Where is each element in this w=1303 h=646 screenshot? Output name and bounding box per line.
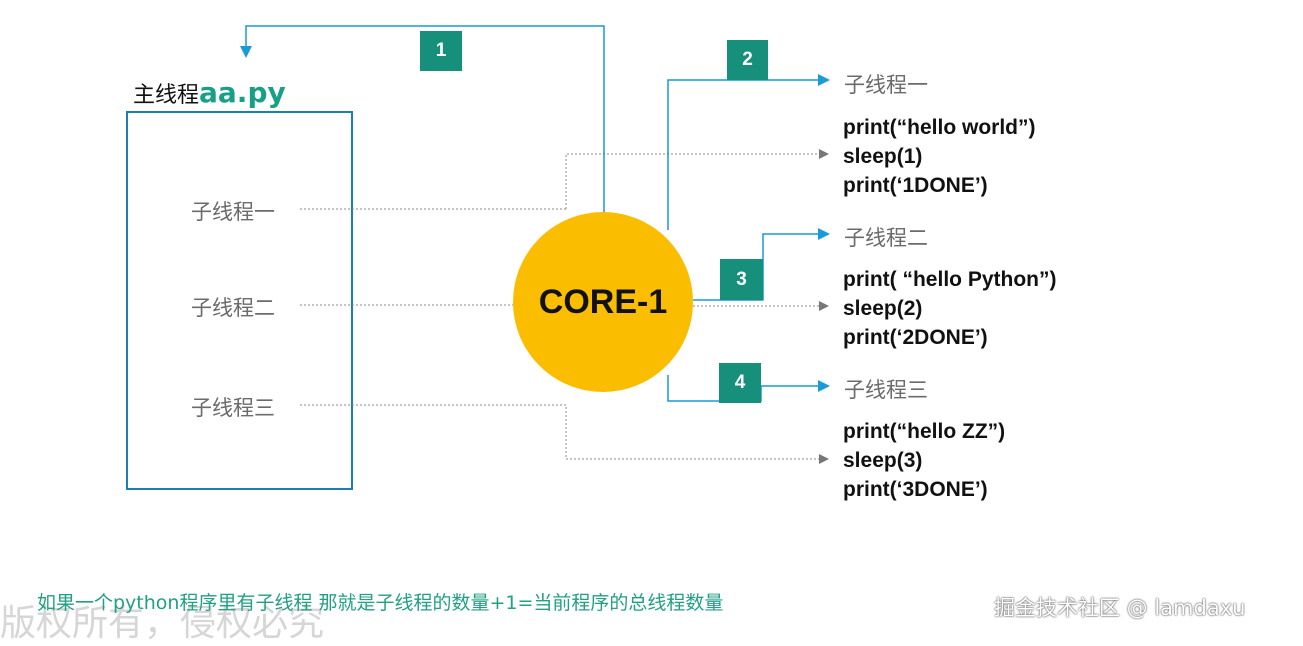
code-line: sleep(3) (843, 449, 923, 472)
main-thread-title: 主线程aa.py (133, 76, 286, 109)
code-line: print(“hello world”) (843, 116, 1036, 139)
credit-label: 掘金技术社区 @ lamdaxu (994, 596, 1246, 620)
code-line: print(‘1DONE’) (843, 174, 988, 197)
code-line: sleep(1) (843, 145, 923, 168)
sub-thread-label-3: 子线程三 (844, 378, 928, 402)
sleep-connector-1 (565, 149, 829, 209)
dispatch-arrow-2 (693, 228, 830, 301)
sub-thread-code-2: print( “hello Python”) sleep(2) print(‘2… (843, 265, 1056, 352)
core-circle: CORE-1 (513, 212, 693, 392)
footer-note: 如果一个python程序里有子线程 那就是子线程的数量+1=当前程序的总线程数量 (37, 592, 724, 614)
left-connector-3 (300, 404, 829, 464)
step-badge-1: 1 (420, 31, 462, 71)
left-label-3: 子线程三 (191, 396, 275, 420)
return-arrow (240, 25, 605, 212)
sub-thread-code-3: print(“hello ZZ”) sleep(3) print(‘3DONE’… (843, 417, 1005, 504)
core-label: CORE-1 (538, 282, 668, 321)
main-thread-title-cn: 主线程 (133, 83, 200, 108)
left-label-1: 子线程一 (191, 200, 275, 224)
main-thread-title-file: aa.py (199, 76, 286, 109)
dispatch-arrow-1 (667, 74, 830, 230)
sub-thread-label-1: 子线程一 (844, 73, 928, 97)
step-badge-4: 4 (719, 363, 761, 403)
step-badge-2: 2 (727, 40, 768, 80)
copyright-watermark: 版权所有，侵权必究 (0, 603, 325, 644)
step-badge-3: 3 (720, 259, 763, 300)
code-line: print(‘3DONE’) (843, 478, 988, 501)
sub-thread-label-2: 子线程二 (844, 226, 928, 250)
code-line: print(“hello ZZ”) (843, 420, 1006, 443)
dispatch-arrow-3 (667, 375, 830, 402)
code-line: print(‘2DONE’) (843, 326, 988, 349)
code-line: sleep(2) (843, 297, 923, 320)
sub-thread-code-1: print(“hello world”) sleep(1) print(‘1DO… (843, 113, 1035, 200)
code-line: print( “hello Python”) (843, 268, 1057, 291)
main-thread-box (126, 111, 353, 490)
left-label-2: 子线程二 (191, 296, 275, 320)
